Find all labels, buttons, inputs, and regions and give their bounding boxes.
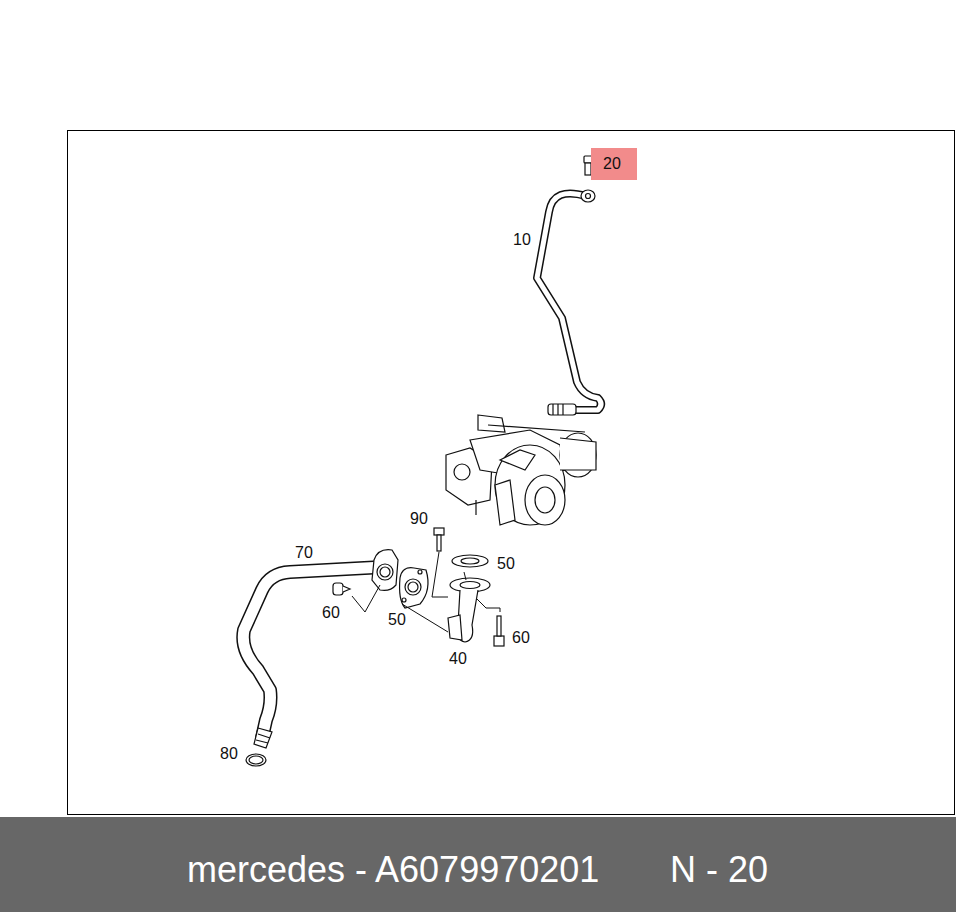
callout-number: 80 [220,746,238,762]
highlight-callout: 20 [591,148,637,180]
part-number: N - 20 [670,850,768,890]
leader-lines [352,552,500,632]
frame [68,131,955,815]
footer-band: mercedes - A6079970201 N - 20 [0,817,956,912]
callout-number: 60 [322,605,340,621]
turbocharger [446,415,596,525]
callout-number: 10 [513,232,531,248]
callout-number: 20 [603,155,621,173]
callout-number: 60 [512,630,530,646]
oil-feed-pipe [537,193,601,410]
oil-return-pipe [243,567,383,738]
banjo-fitting [548,156,595,415]
callout-number: 70 [295,545,313,561]
part-number: mercedes - A6079970201 [187,850,599,890]
callout-number: 50 [388,612,406,628]
small-parts [246,528,504,766]
callout-number: 50 [497,556,515,572]
callout-number: 40 [449,651,467,667]
callout-number: 90 [410,511,428,527]
